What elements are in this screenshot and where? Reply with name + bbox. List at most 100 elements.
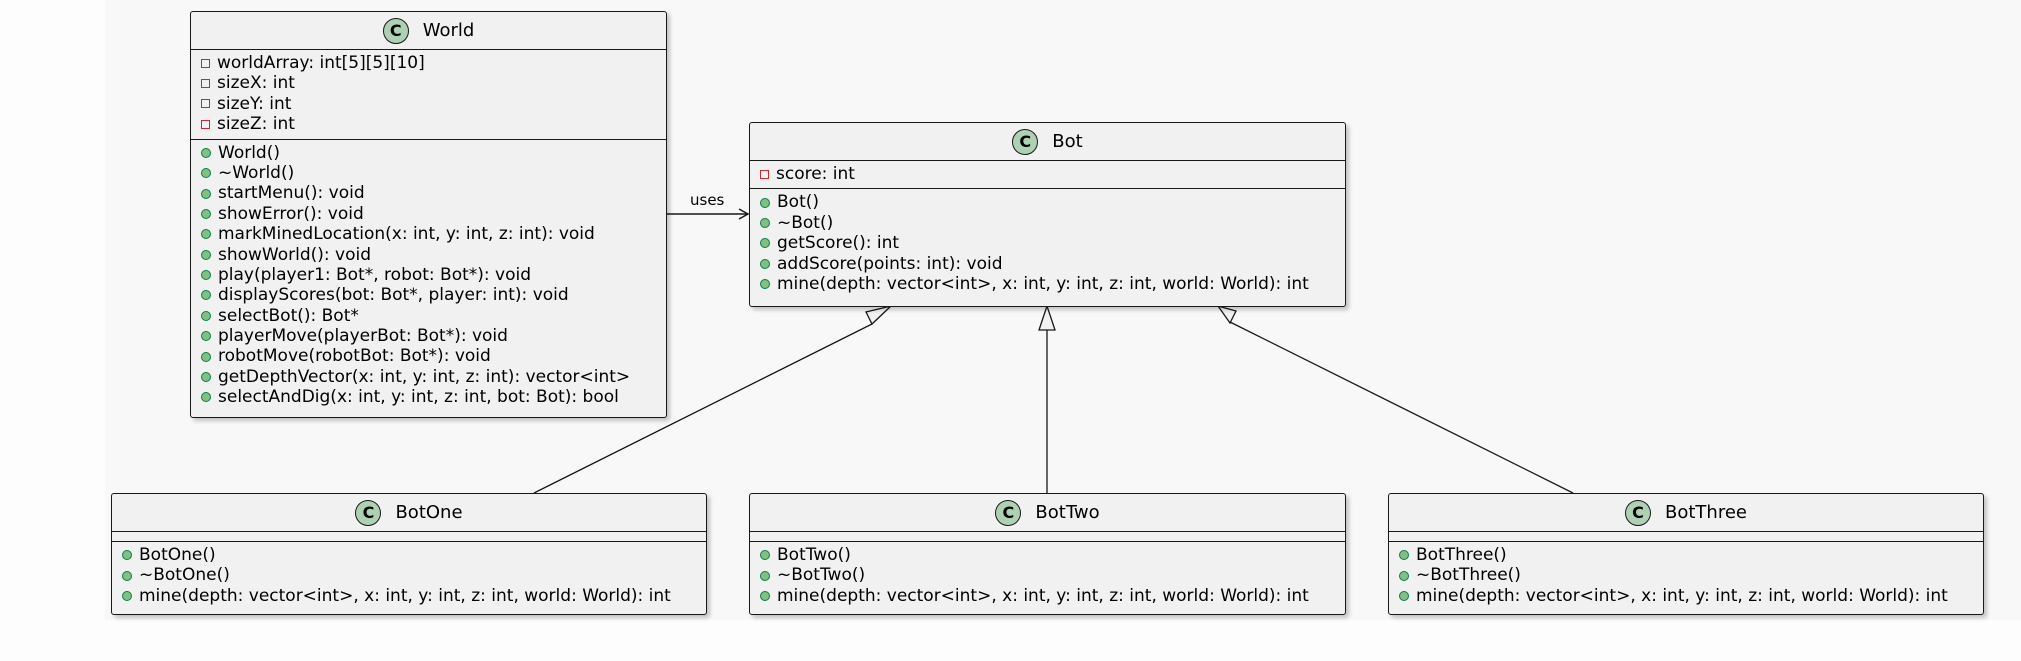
method-text: ~BotTwo() bbox=[777, 565, 866, 586]
method-row: BotOne() bbox=[112, 545, 706, 565]
method-row: mine(depth: vector<int>, x: int, y: int,… bbox=[750, 586, 1345, 606]
class-world[interactable]: C World worldArray: int[5][5][10]sizeX: … bbox=[190, 11, 667, 418]
method-row: markMinedLocation(x: int, y: int, z: int… bbox=[191, 224, 666, 244]
public-visibility-icon bbox=[201, 310, 211, 321]
method-text: startMenu(): void bbox=[218, 183, 365, 204]
public-visibility-icon bbox=[760, 197, 770, 208]
method-row: selectBot(): Bot* bbox=[191, 306, 666, 326]
method-text: markMinedLocation(x: int, y: int, z: int… bbox=[218, 224, 595, 245]
method-text: mine(depth: vector<int>, x: int, y: int,… bbox=[1416, 585, 1948, 606]
inheritance-line-botthree bbox=[1229, 321, 1574, 494]
class-name: Bot bbox=[1052, 131, 1083, 152]
class-badge-icon: C bbox=[995, 499, 1022, 526]
method-row: getScore(): int bbox=[750, 233, 1345, 253]
field-text: sizeY: int bbox=[217, 93, 292, 114]
method-text: mine(depth: vector<int>, x: int, y: int,… bbox=[777, 273, 1309, 294]
method-text: showWorld(): void bbox=[218, 244, 372, 265]
fields-section bbox=[1389, 532, 1983, 541]
class-botthree[interactable]: C BotThree BotThree()~BotThree()mine(dep… bbox=[1388, 493, 1984, 615]
method-text: selectBot(): Bot* bbox=[218, 305, 359, 326]
field-row: sizeX: int bbox=[191, 73, 666, 93]
fields-section bbox=[750, 532, 1345, 541]
method-row: Bot() bbox=[750, 192, 1345, 212]
method-row: mine(depth: vector<int>, x: int, y: int,… bbox=[750, 274, 1345, 294]
methods-section: BotTwo()~BotTwo()mine(depth: vector<int>… bbox=[750, 541, 1345, 610]
method-row: playerMove(playerBot: Bot*): void bbox=[191, 326, 666, 346]
class-name: BotThree bbox=[1665, 502, 1747, 523]
method-row: BotThree() bbox=[1389, 545, 1983, 565]
inheritance-line-botone bbox=[533, 323, 873, 494]
method-row: mine(depth: vector<int>, x: int, y: int,… bbox=[1389, 586, 1983, 606]
class-bottwo[interactable]: C BotTwo BotTwo()~BotTwo()mine(depth: ve… bbox=[749, 493, 1346, 615]
public-visibility-icon bbox=[201, 290, 211, 301]
method-text: BotThree() bbox=[1416, 545, 1507, 565]
method-text: ~World() bbox=[218, 162, 295, 183]
method-row: displayScores(bot: Bot*, player: int): v… bbox=[191, 285, 666, 305]
public-visibility-icon bbox=[122, 590, 132, 601]
public-visibility-icon bbox=[201, 208, 211, 219]
field-row: worldArray: int[5][5][10] bbox=[191, 53, 666, 73]
public-visibility-icon bbox=[122, 550, 132, 561]
class-header: C World bbox=[191, 12, 666, 50]
method-text: playerMove(playerBot: Bot*): void bbox=[218, 326, 508, 347]
method-text: getDepthVector(x: int, y: int, z: int): … bbox=[218, 366, 631, 387]
class-badge-icon: C bbox=[1012, 128, 1039, 155]
field-text: sizeZ: int bbox=[217, 114, 295, 135]
public-visibility-icon bbox=[201, 351, 211, 362]
class-badge-icon: C bbox=[382, 17, 409, 44]
method-row: mine(depth: vector<int>, x: int, y: int,… bbox=[112, 586, 706, 606]
public-visibility-icon bbox=[122, 570, 132, 581]
method-row: ~Bot() bbox=[750, 213, 1345, 233]
class-header: C Bot bbox=[750, 123, 1345, 161]
class-header: C BotThree bbox=[1389, 494, 1983, 532]
method-text: Bot() bbox=[777, 192, 819, 213]
method-row: ~World() bbox=[191, 163, 666, 183]
class-botone[interactable]: C BotOne BotOne()~BotOne()mine(depth: ve… bbox=[111, 493, 707, 615]
field-text: score: int bbox=[776, 164, 855, 184]
method-text: robotMove(robotBot: Bot*): void bbox=[218, 346, 491, 367]
method-text: ~BotThree() bbox=[1416, 565, 1521, 586]
public-visibility-icon bbox=[760, 258, 770, 269]
method-row: ~BotTwo() bbox=[750, 565, 1345, 585]
method-row: getDepthVector(x: int, y: int, z: int): … bbox=[191, 367, 666, 387]
method-text: mine(depth: vector<int>, x: int, y: int,… bbox=[139, 585, 671, 606]
private-visibility-icon bbox=[201, 99, 210, 109]
method-row: selectAndDig(x: int, y: int, z: int, bot… bbox=[191, 387, 666, 407]
class-bot[interactable]: C Bot score: int Bot()~Bot()getScore(): … bbox=[749, 122, 1346, 307]
method-text: selectAndDig(x: int, y: int, z: int, bot… bbox=[218, 387, 619, 408]
methods-section: BotThree()~BotThree()mine(depth: vector<… bbox=[1389, 541, 1983, 610]
field-row: score: int bbox=[750, 164, 1345, 184]
public-visibility-icon bbox=[760, 279, 770, 290]
method-row: ~BotThree() bbox=[1389, 565, 1983, 585]
class-header: C BotTwo bbox=[750, 494, 1345, 532]
public-visibility-icon bbox=[1399, 570, 1409, 581]
public-visibility-icon bbox=[760, 550, 770, 561]
class-name: World bbox=[422, 20, 475, 41]
method-row: startMenu(): void bbox=[191, 183, 666, 203]
method-text: ~BotOne() bbox=[139, 565, 230, 586]
field-row: sizeZ: int bbox=[191, 114, 666, 134]
method-text: BotTwo() bbox=[777, 545, 851, 565]
public-visibility-icon bbox=[201, 229, 211, 240]
method-text: displayScores(bot: Bot*, player: int): v… bbox=[218, 285, 569, 306]
fields-section bbox=[112, 532, 706, 541]
private-visibility-icon bbox=[201, 79, 210, 89]
method-row: ~BotOne() bbox=[112, 565, 706, 585]
method-row: showWorld(): void bbox=[191, 245, 666, 265]
public-visibility-icon bbox=[760, 217, 770, 228]
public-visibility-icon bbox=[1399, 590, 1409, 601]
method-row: robotMove(robotBot: Bot*): void bbox=[191, 346, 666, 366]
class-badge-icon: C bbox=[1625, 499, 1651, 526]
public-visibility-icon bbox=[760, 590, 770, 601]
public-visibility-icon bbox=[201, 372, 211, 383]
uses-label: uses bbox=[690, 191, 725, 209]
method-text: addScore(points: int): void bbox=[777, 253, 1003, 274]
method-row: World() bbox=[191, 143, 666, 163]
method-text: getScore(): int bbox=[777, 233, 900, 254]
method-text: play(player1: Bot*, robot: Bot*): void bbox=[218, 264, 532, 285]
